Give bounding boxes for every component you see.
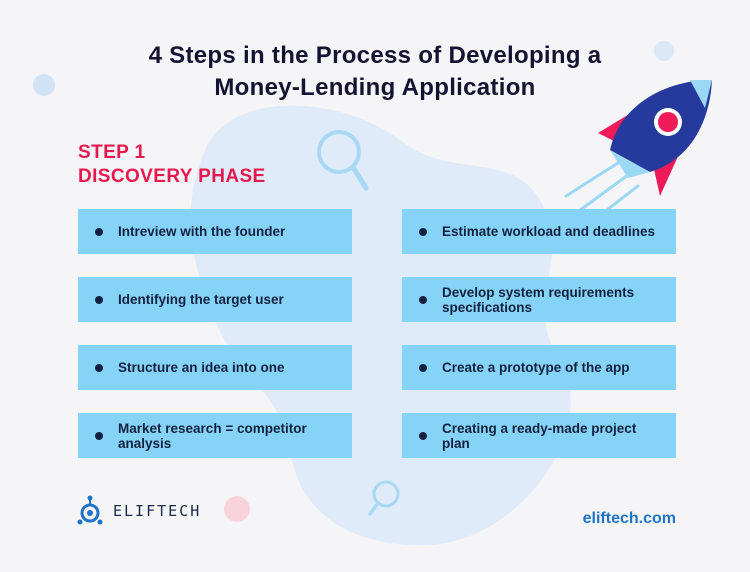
step-number: STEP 1 bbox=[78, 142, 146, 163]
logo-text: ELIFTECH bbox=[113, 502, 202, 520]
bullet-icon bbox=[419, 227, 427, 236]
step-item: Creating a ready-made project plan bbox=[402, 413, 676, 458]
title-line-1: 4 Steps in the Process of Developing a bbox=[148, 42, 602, 69]
step-item-label: Market research = competitor analysis bbox=[118, 420, 307, 451]
magnifier-icon bbox=[317, 130, 369, 191]
step-heading: STEP 1 DISCOVERY PHASE bbox=[78, 141, 266, 189]
bullet-icon bbox=[95, 227, 103, 236]
step-item: Develop system requirements specificatio… bbox=[402, 277, 676, 322]
title-line-2: Money-Lending Application bbox=[214, 74, 536, 101]
rocket-icon bbox=[564, 80, 712, 228]
bullet-icon bbox=[419, 363, 427, 372]
step-item-label: Creating a ready-made project plan bbox=[442, 420, 637, 451]
step-item: Estimate workload and deadlines bbox=[402, 209, 676, 254]
step-item: Structure an idea into one bbox=[78, 345, 352, 390]
eliftech-logo-icon bbox=[77, 495, 103, 525]
bullet-icon bbox=[419, 295, 427, 304]
bullet-icon bbox=[419, 431, 427, 440]
brand-logo[interactable]: ELIFTECH bbox=[77, 495, 201, 527]
background-bubble bbox=[224, 496, 250, 522]
step-item-label: Create a prototype of the app bbox=[442, 360, 630, 375]
background-bubble bbox=[33, 74, 55, 96]
step-item-label: Identifying the target user bbox=[118, 292, 284, 307]
step-name: DISCOVERY PHASE bbox=[78, 166, 266, 187]
bullet-icon bbox=[95, 363, 103, 372]
step-item: Market research = competitor analysis bbox=[78, 413, 352, 458]
bullet-icon bbox=[95, 431, 103, 440]
background-bubble bbox=[654, 41, 674, 61]
step-item-label: Structure an idea into one bbox=[118, 360, 285, 375]
magnifier-icon bbox=[368, 480, 400, 516]
step-item-label: Develop system requirements specificatio… bbox=[442, 284, 635, 315]
step-item: Intreview with the founder bbox=[78, 209, 352, 254]
step-item: Create a prototype of the app bbox=[402, 345, 676, 390]
step-item-label: Intreview with the founder bbox=[118, 224, 286, 239]
step-item-label: Estimate workload and deadlines bbox=[442, 224, 656, 239]
website-link[interactable]: eliftech.com bbox=[582, 510, 676, 527]
bullet-icon bbox=[95, 295, 103, 304]
page-title: 4 Steps in the Process of Developing a M… bbox=[0, 40, 750, 104]
step-item: Identifying the target user bbox=[78, 277, 352, 322]
